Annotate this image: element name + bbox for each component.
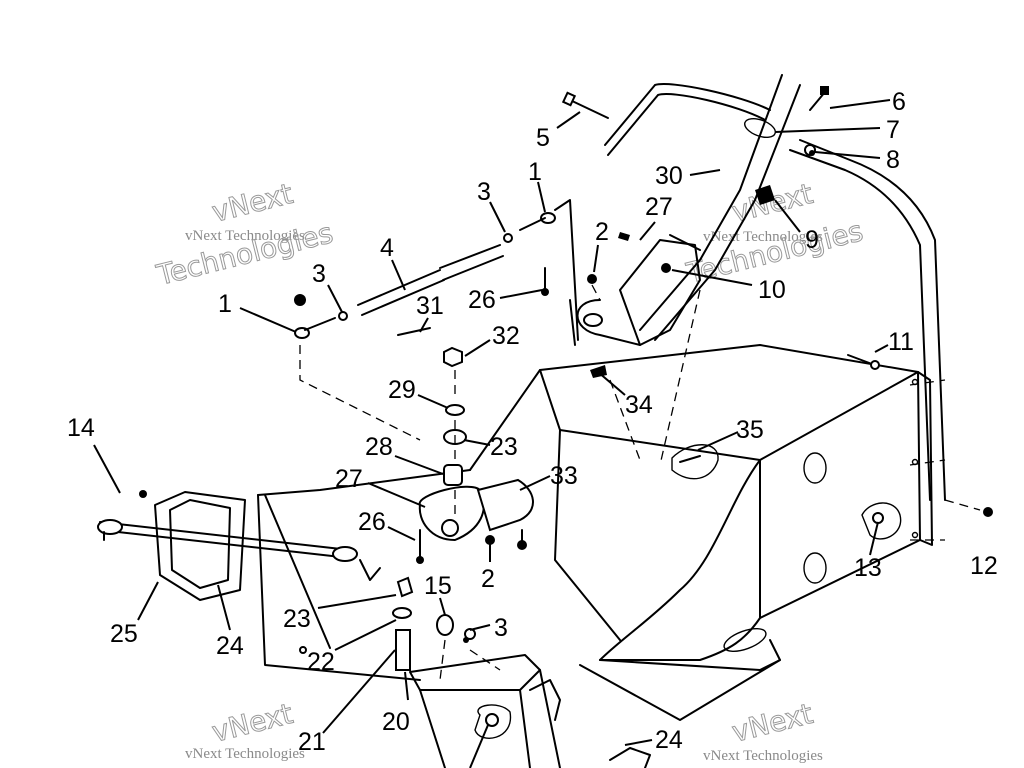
callout-31: 31 xyxy=(416,292,444,320)
callout-30: 30 xyxy=(655,162,683,190)
callout-11: 11 xyxy=(888,328,914,356)
bolt-5 xyxy=(569,99,609,119)
callout-14: 14 xyxy=(67,414,95,442)
frame-chassis xyxy=(257,344,933,768)
callout-15: 15 xyxy=(424,572,452,600)
callout-numbers: 5 6 7 8 30 9 1 3 27 2 4 3 26 10 1 31 32 … xyxy=(67,88,998,756)
callout-26-top: 26 xyxy=(468,286,496,314)
callout-3-mid: 3 xyxy=(312,260,326,288)
callout-27-mid: 27 xyxy=(335,465,363,493)
callout-1-left: 1 xyxy=(218,290,232,318)
callout-23-mid: 23 xyxy=(490,433,518,461)
callout-8: 8 xyxy=(886,146,900,174)
callout-9: 9 xyxy=(805,226,819,254)
callout-5: 5 xyxy=(536,124,550,152)
callout-20: 20 xyxy=(382,708,410,736)
watermark-bottom-right: vNext vNext Technologies xyxy=(703,696,823,764)
callout-22: 22 xyxy=(307,648,335,676)
callout-35: 35 xyxy=(736,416,764,444)
hardware-parts xyxy=(97,86,993,671)
callout-34: 34 xyxy=(625,391,653,419)
watermark-company: vNext Technologies xyxy=(703,748,823,764)
callout-2-bottom: 2 xyxy=(481,565,495,593)
callout-25: 25 xyxy=(110,620,138,648)
tube-frame xyxy=(554,74,981,511)
leader-lines xyxy=(93,99,891,768)
watermark-company: vNext Technologies xyxy=(703,229,823,245)
callout-29: 29 xyxy=(388,376,416,404)
watermark-top-right: vNext vNext Technologies Technologies xyxy=(682,176,866,290)
callout-28: 28 xyxy=(365,433,393,461)
watermark-brand: vNext xyxy=(209,177,296,229)
callout-3-top: 3 xyxy=(477,178,491,206)
callout-21: 21 xyxy=(298,728,326,756)
callout-7: 7 xyxy=(886,116,900,144)
watermark-bottom-left: vNext vNext Technologies xyxy=(185,696,305,762)
callout-10: 10 xyxy=(758,276,786,304)
assembly-lines xyxy=(299,284,946,681)
callout-4: 4 xyxy=(380,234,394,262)
callout-3-bottom: 3 xyxy=(494,614,508,642)
watermark-brand: vNext xyxy=(729,697,816,749)
callout-24-bottom: 24 xyxy=(655,726,683,754)
callout-6: 6 xyxy=(892,88,906,116)
watermark-top-left: vNext vNext Technologies Technologies xyxy=(152,176,336,292)
watermark-company: vNext Technologies xyxy=(185,746,305,762)
callout-1-top: 1 xyxy=(528,158,542,186)
callout-27-top: 27 xyxy=(645,193,673,221)
callout-12: 12 xyxy=(970,552,998,580)
watermark-brand: vNext xyxy=(209,697,296,749)
callout-33: 33 xyxy=(550,462,578,490)
callout-23-bottom: 23 xyxy=(283,605,311,633)
callout-24-left: 24 xyxy=(216,632,244,660)
watermark-company: vNext Technologies xyxy=(185,228,305,244)
callout-2-top: 2 xyxy=(595,218,609,246)
callout-32: 32 xyxy=(492,322,520,350)
callout-13: 13 xyxy=(854,554,882,582)
callout-26-mid: 26 xyxy=(358,508,386,536)
